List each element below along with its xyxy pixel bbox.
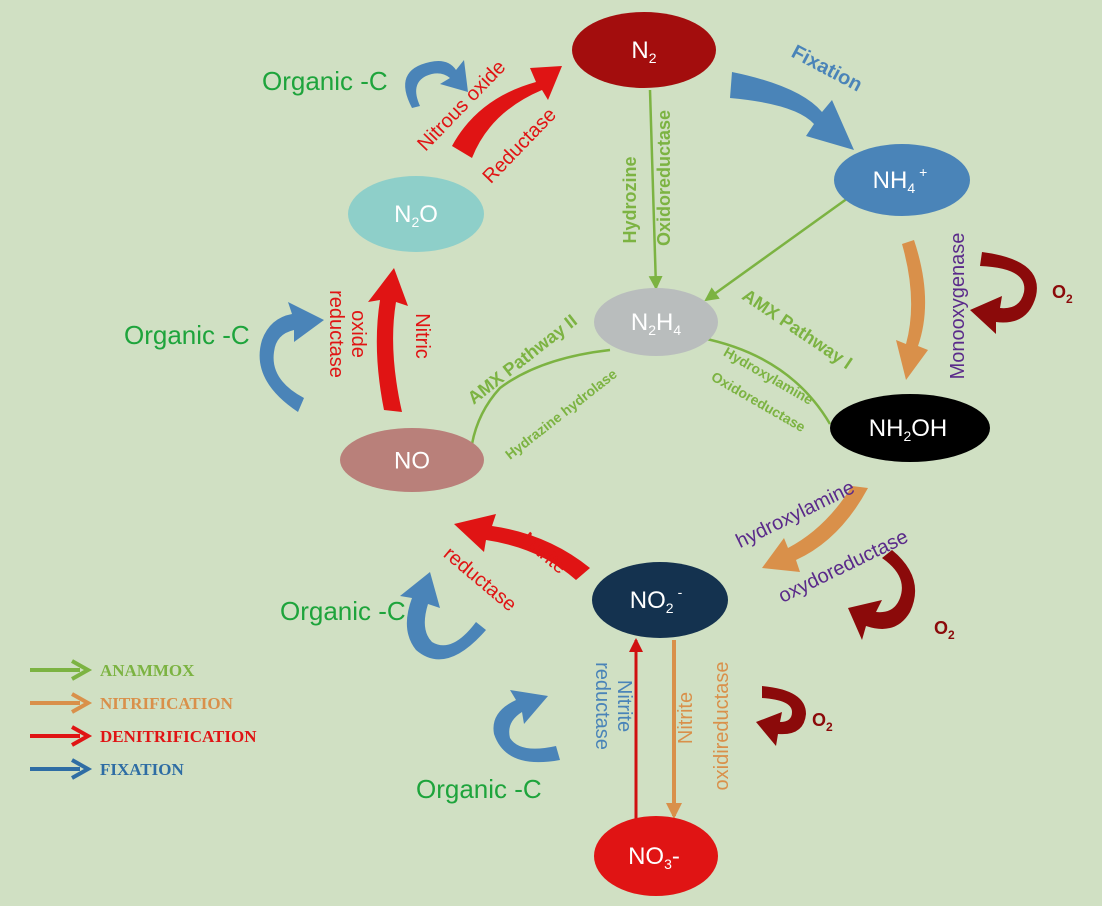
hydroxylamine-oxydoreductase-arrow [762,486,868,572]
hydrazine-hydrolase-label: Hydrazine hydrolase [502,365,620,462]
no2-node: NO2- [592,562,728,638]
monooxygenase-label: Monooxygenase [947,233,969,380]
svg-text:N2: N2 [631,37,656,65]
nitrite-oxidireductase-label-2: oxidireductase [711,662,733,791]
o2-label-3: O2 [812,710,833,734]
legend: ANAMMOX NITRIFICATION DENITRIFICATION FIXAT… [30,659,257,780]
n2-node: N2 [572,12,716,88]
legend-arrowhead [71,692,93,714]
legend-label: DENITRIFICATION [100,727,257,746]
svg-text:NO: NO [394,447,430,474]
amx-pathway-i-line [701,336,832,425]
no3-node: NO3- [594,816,718,896]
svg-text:N2H4: N2H4 [631,309,681,337]
legend-arrowhead [71,758,93,780]
oxidoreductase-label: Oxidoreductase [654,110,674,246]
nitrite-reductase-bottom-label-1: Nitrite [613,680,635,732]
legend-item: DENITRIFICATION [30,725,257,747]
svg-text:NO2-: NO2- [630,584,683,616]
nitrite-reductase-label-2: reductase [439,543,520,616]
nh2oh-node: NH2OH [830,394,990,462]
svg-text:NH4+: NH4+ [873,164,928,196]
organic-c-curl-1 [405,60,468,108]
nitrite-reductase-bottom-label-2: reductase [591,662,613,750]
o2-label-1: O2 [1052,282,1073,306]
legend-label: ANAMMOX [100,661,195,680]
nh4-to-n2h4-line [704,196,849,302]
hydrozine-oxidoreductase-line [648,89,663,290]
fixation-arrow [730,72,854,150]
organic-c-curl-2 [259,302,324,412]
legend-item: NITRIFICATION [30,692,234,714]
organic-c-curl-3 [400,572,486,660]
nitric-label: Nitric [411,313,433,359]
o2-curl-3 [756,686,806,746]
nh4-node: NH4+ [834,144,970,216]
o2-curl-2 [848,550,916,640]
legend-label: NITRIFICATION [100,694,234,713]
nitrite-oxidireductase-label-1: Nitrite [675,692,697,744]
o2-curl-1 [970,252,1037,334]
legend-item: FIXATION [30,758,184,780]
amx-pathway-ii-line [470,348,611,445]
fixation-label: Fixation [788,41,866,96]
organic-c-label-2: Organic -C [124,320,250,350]
nitrous-oxide-reductase-arrow [452,66,562,158]
svg-text:N2O: N2O [394,201,438,229]
organic-c-label-1: Organic -C [262,66,388,96]
legend-label: FIXATION [100,760,184,779]
nitrite-reductase-arrow [454,514,590,580]
organic-c-curl-4 [493,690,560,763]
legend-arrowhead [71,659,93,681]
o2-label-2: O2 [934,618,955,642]
n2h4-node: N2H4 [594,288,718,356]
monooxygenase-arrow [896,240,928,380]
svg-text:NO3-: NO3- [628,843,680,871]
svg-text:NH2OH: NH2OH [869,415,947,443]
hydrozine-label: Hydrozine [620,156,640,243]
oxide-label: oxide [347,310,369,358]
legend-item: ANAMMOX [30,659,195,681]
legend-arrowhead [71,725,93,747]
organic-c-label-3: Organic -C [280,596,406,626]
organic-c-label-4: Organic -C [416,774,542,804]
nitric-oxide-reductase-arrow [368,268,408,412]
no-node: NO [340,428,484,492]
n2o-node: N2O [348,176,484,252]
reductase-vertical-label: reductase [325,290,347,378]
